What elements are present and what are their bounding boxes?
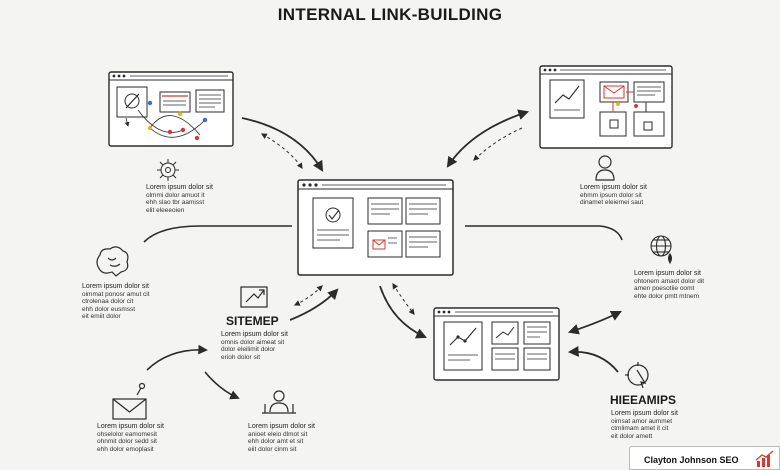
text-line: ehte dolor pmtt mtnem bbox=[634, 292, 700, 300]
browser-window-center bbox=[297, 179, 454, 276]
text-line: ehh slao tbr aamisst bbox=[146, 199, 205, 207]
user-pin-icon bbox=[595, 155, 615, 181]
sitemap-label: SITEMEP bbox=[226, 314, 279, 328]
text-block-top-right: Lorem ipsum dolor sit ehmm ipsum dolor s… bbox=[580, 184, 647, 207]
text-block-right: Lorem ipsum dolor sit ohtonem amaot dolo… bbox=[634, 270, 704, 300]
text-line: Lorem ipsum dolor sit bbox=[611, 410, 678, 417]
link-network-icon bbox=[157, 159, 179, 181]
text-line: ohtonem amaot dolor dit bbox=[634, 277, 705, 285]
heatmaps-label: HIEEAMIPS bbox=[610, 393, 677, 407]
text-line: erioh dolor sit bbox=[221, 353, 261, 361]
text-block-left: Lorem ipsum dolor sit oimmat ponosr amut… bbox=[82, 283, 150, 321]
trend-chart-icon bbox=[755, 450, 774, 467]
text-line: Lorem ipsum dolor sit bbox=[634, 270, 701, 277]
text-line: anioet eleio dlmot sit bbox=[248, 430, 308, 438]
text-line: oimsat amor aummet bbox=[611, 417, 673, 425]
brand-name: Clayton Johnson SEO bbox=[644, 455, 739, 465]
page-title: INTERNAL LINK-BUILDING bbox=[277, 5, 503, 24]
person-desk-icon bbox=[262, 390, 296, 414]
text-line: Lorem ipsum dolor sit bbox=[82, 283, 149, 290]
text-line: ctmlimam amet it cit bbox=[611, 425, 669, 433]
browser-window-top-left bbox=[108, 71, 234, 147]
text-block-heatmaps: Lorem ipsum dolor sit oimsat amor aummet… bbox=[611, 410, 678, 440]
connector-arrows bbox=[143, 109, 623, 400]
text-line: Lorem ipsum dolor sit bbox=[97, 423, 164, 430]
text-line: ehmm ipsum dolor sit bbox=[580, 191, 642, 199]
text-line: Lorem ipsum dolor sit bbox=[580, 184, 647, 191]
text-line: eit dolor amett bbox=[611, 432, 653, 440]
email-icon bbox=[112, 382, 147, 420]
browser-window-top-right bbox=[539, 65, 673, 149]
text-line: amen poesotiie oomt bbox=[634, 285, 695, 293]
sitemap-icon bbox=[240, 286, 268, 308]
heatmap-cursor-icon bbox=[625, 362, 649, 389]
text-block-email: Lorem ipsum dolor sit ohselolor eamomesi… bbox=[97, 423, 164, 453]
text-line: oimmat ponosr amut cit bbox=[82, 290, 150, 298]
text-line: omnis dolor aimeat sit bbox=[221, 338, 285, 346]
text-line: ehh dolor emoplasit bbox=[97, 445, 154, 453]
text-line: ehh dolor eusmsst bbox=[82, 305, 136, 313]
text-line: elit eleeeoien bbox=[146, 206, 185, 214]
brand-badge: Clayton Johnson SEO bbox=[629, 446, 780, 470]
text-line: eit emiit dolor bbox=[82, 313, 121, 321]
text-line: eiit dolor cinm sit bbox=[248, 445, 297, 453]
text-block-top-left: Lorem ipsum dolor sit olmmi dolor amuot … bbox=[146, 184, 213, 214]
text-block-desk: Lorem ipsum dolor sit anioet eleio dlmot… bbox=[248, 423, 315, 453]
text-line: ehh dolor amt et sit bbox=[248, 438, 304, 446]
text-line: ohselolor eamomesit bbox=[97, 430, 157, 438]
text-line: Lorem ipsum dolor sit bbox=[146, 184, 213, 191]
text-line: ctrolenaa dolor cit bbox=[82, 298, 134, 306]
text-line: Lorem ipsum dolor sit bbox=[221, 331, 288, 338]
text-line: dinamet eleiemei saut bbox=[580, 199, 644, 207]
browser-window-bottom-right bbox=[433, 307, 560, 381]
text-line: ohnmit dolor sedd sit bbox=[97, 438, 157, 446]
text-line: Lorem ipsum dolor sit bbox=[248, 423, 315, 430]
text-block-sitemap: Lorem ipsum dolor sit omnis dolor aimeat… bbox=[221, 331, 288, 361]
brain-icon bbox=[96, 246, 129, 277]
text-line: olmmi dolor amuot it bbox=[146, 191, 205, 199]
text-line: dolor eleilimit dolor bbox=[221, 346, 276, 354]
globe-pin-icon bbox=[650, 235, 673, 265]
